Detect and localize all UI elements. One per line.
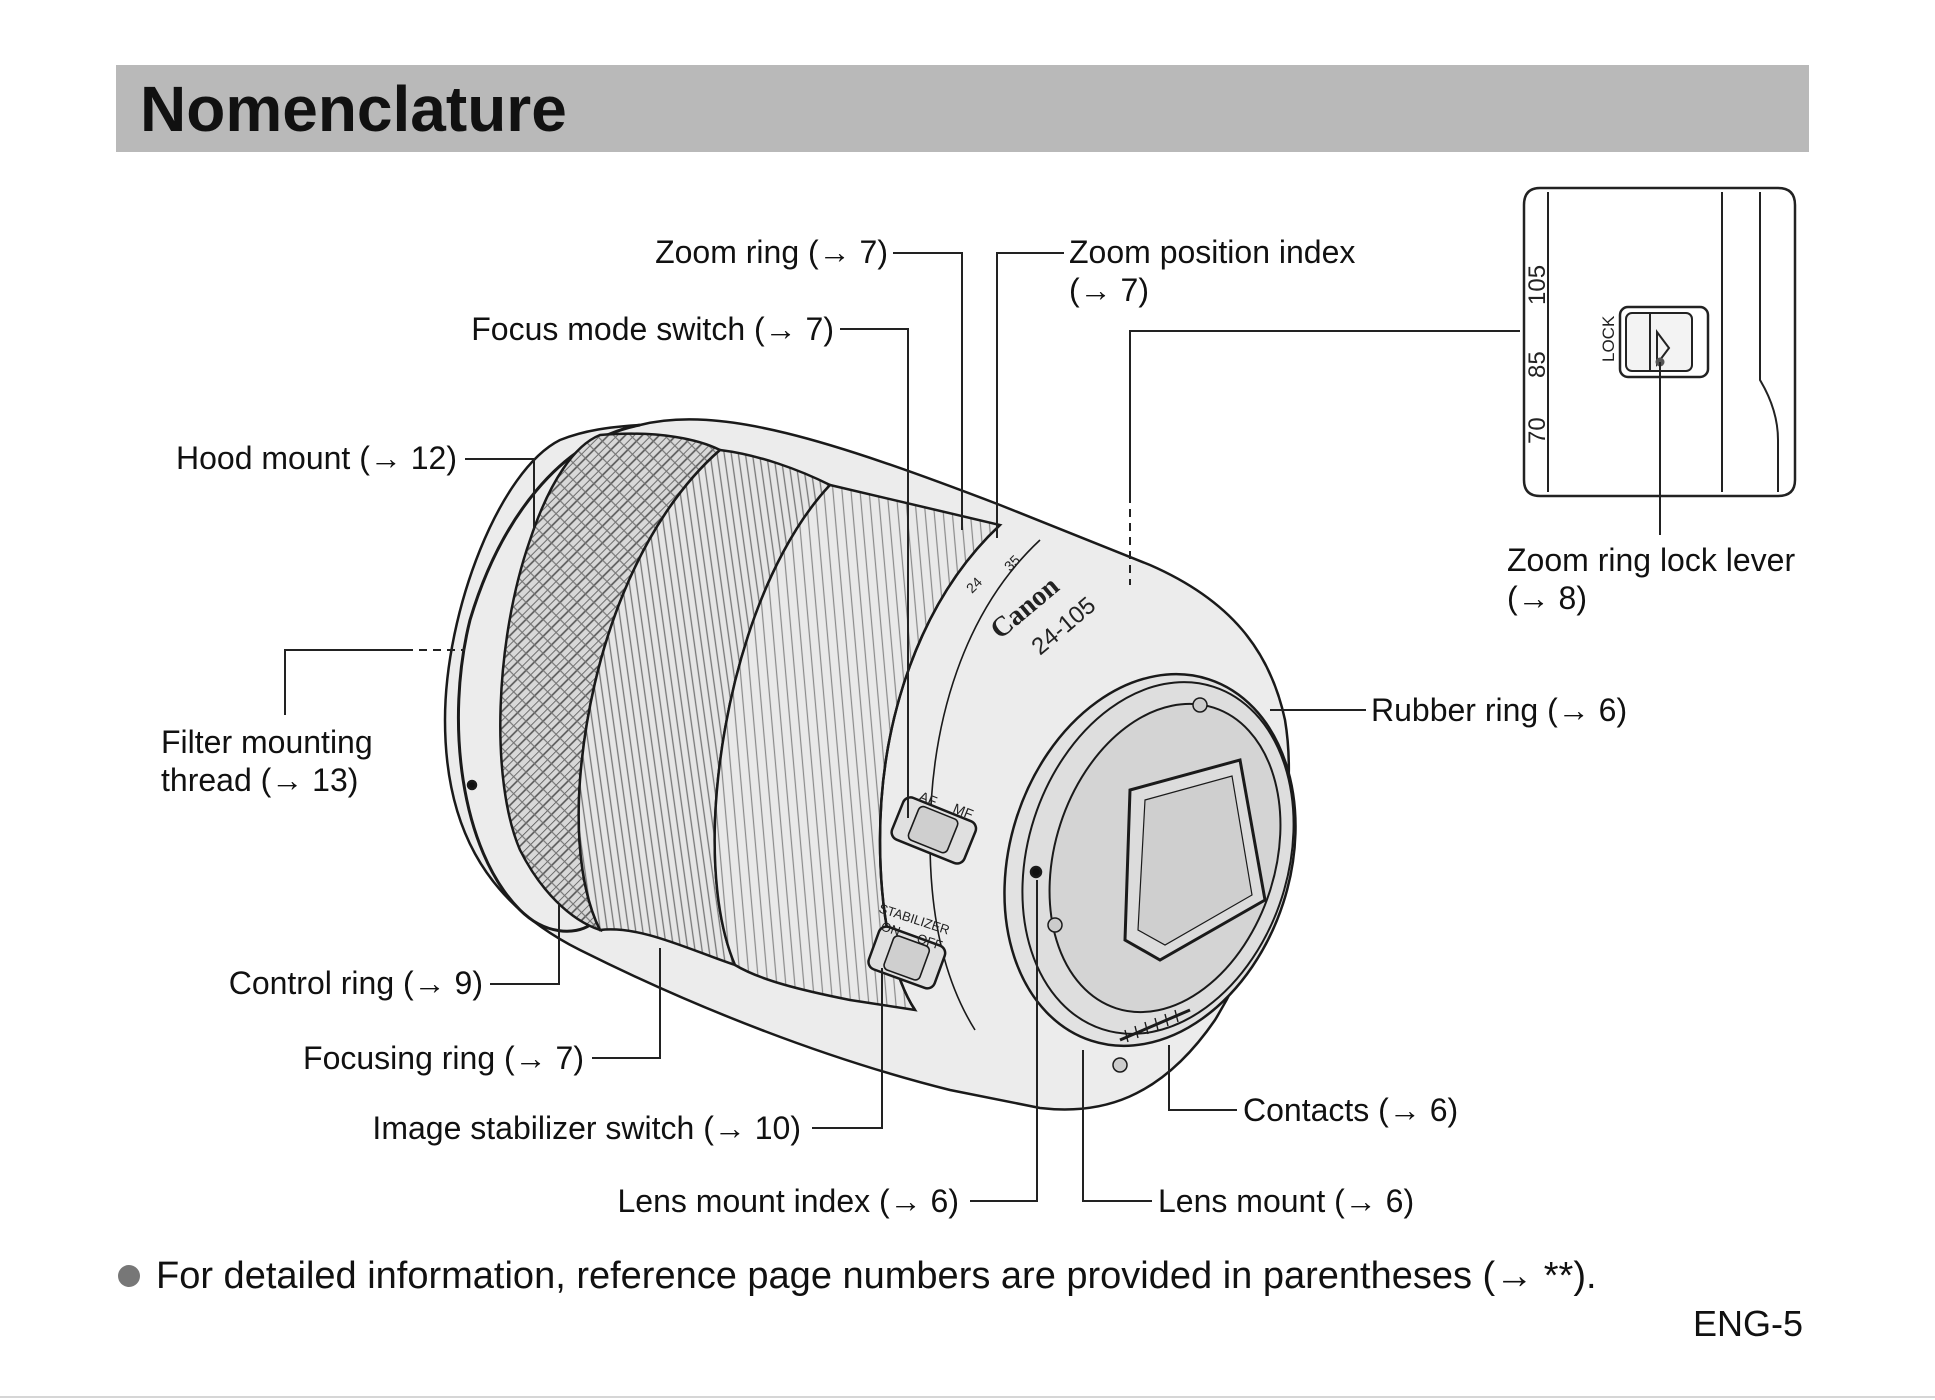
- leader-focus-mode-switch: [840, 328, 909, 818]
- leader-lines: [284, 252, 1661, 1202]
- label-rubber-ring: Rubber ring (→ 6): [1371, 692, 1627, 728]
- bullet-icon: [118, 1265, 140, 1287]
- zoom-lock-inset: 105 85 70 LOCK: [1522, 186, 1797, 498]
- page-number: ENG-5: [1692, 1303, 1803, 1344]
- footnote-text: For detailed information, reference page…: [156, 1255, 1597, 1297]
- mf-marking: MF: [951, 800, 976, 822]
- label-filter-thread-2: thread (→ 13): [161, 762, 358, 798]
- label-zoom-ring-lock-lever-1: Zoom ring lock lever: [1507, 542, 1795, 578]
- label-zoom-ring: Zoom ring (→ 7): [655, 234, 888, 270]
- leader-image-stabilizer-switch: [812, 968, 883, 1129]
- leader-filter-thread: [284, 649, 405, 715]
- label-image-stabilizer-switch: Image stabilizer switch (→ 10): [372, 1110, 801, 1146]
- leader-control-ring: [490, 905, 560, 985]
- leader-zoom-position-index: [996, 252, 1064, 538]
- leader-focusing-ring: [592, 948, 661, 1059]
- label-zoom-position-index-2: (→ 7): [1069, 272, 1149, 308]
- inset-lock-label: LOCK: [1599, 315, 1618, 362]
- image-stabilizer-switch: [867, 925, 947, 990]
- leader-lens-mount-index: [970, 880, 1038, 1202]
- inset-focal-85: 85: [1524, 351, 1551, 378]
- label-focus-mode-switch: Focus mode switch (→ 7): [471, 311, 834, 347]
- callout-labels: Zoom ring (→ 7) Zoom position index (→ 7…: [161, 234, 1795, 1219]
- header-bar: Nomenclature: [116, 65, 1809, 152]
- lens-mount-index-dot: [1029, 865, 1043, 879]
- lens-illustration: [443, 418, 1297, 1111]
- bottom-rule: [0, 1396, 1935, 1398]
- hood-mount-rim: [457, 423, 641, 933]
- inset-focal-70: 70: [1524, 417, 1551, 444]
- leader-hood-mount: [465, 458, 535, 530]
- on-marking: ON: [879, 919, 902, 939]
- leader-contacts: [1168, 1045, 1237, 1111]
- label-filter-thread-1: Filter mounting: [161, 724, 373, 760]
- label-focusing-ring: Focusing ring (→ 7): [303, 1040, 584, 1076]
- page-title: Nomenclature: [140, 73, 567, 145]
- label-lens-mount: Lens mount (→ 6): [1158, 1183, 1414, 1219]
- inset-focal-105: 105: [1524, 265, 1551, 305]
- focus-mode-switch: [890, 796, 978, 865]
- af-marking: AF: [917, 788, 940, 810]
- zoom-ring-lock-lever: [1618, 305, 1710, 379]
- contacts: [1119, 1008, 1191, 1043]
- leader-lens-mount: [1082, 1050, 1152, 1202]
- leader-zoom-ring: [893, 252, 963, 530]
- label-control-ring: Control ring (→ 9): [229, 965, 483, 1001]
- label-contacts: Contacts (→ 6): [1243, 1092, 1458, 1128]
- label-zoom-ring-lock-lever-2: (→ 8): [1507, 580, 1587, 616]
- label-lens-mount-index: Lens mount index (→ 6): [618, 1183, 960, 1219]
- label-zoom-position-index-1: Zoom position index: [1069, 234, 1355, 270]
- footnote: For detailed information, reference page…: [118, 1254, 1597, 1298]
- leader-inset: [1129, 330, 1520, 495]
- label-hood-mount: Hood mount (→ 12): [176, 440, 457, 476]
